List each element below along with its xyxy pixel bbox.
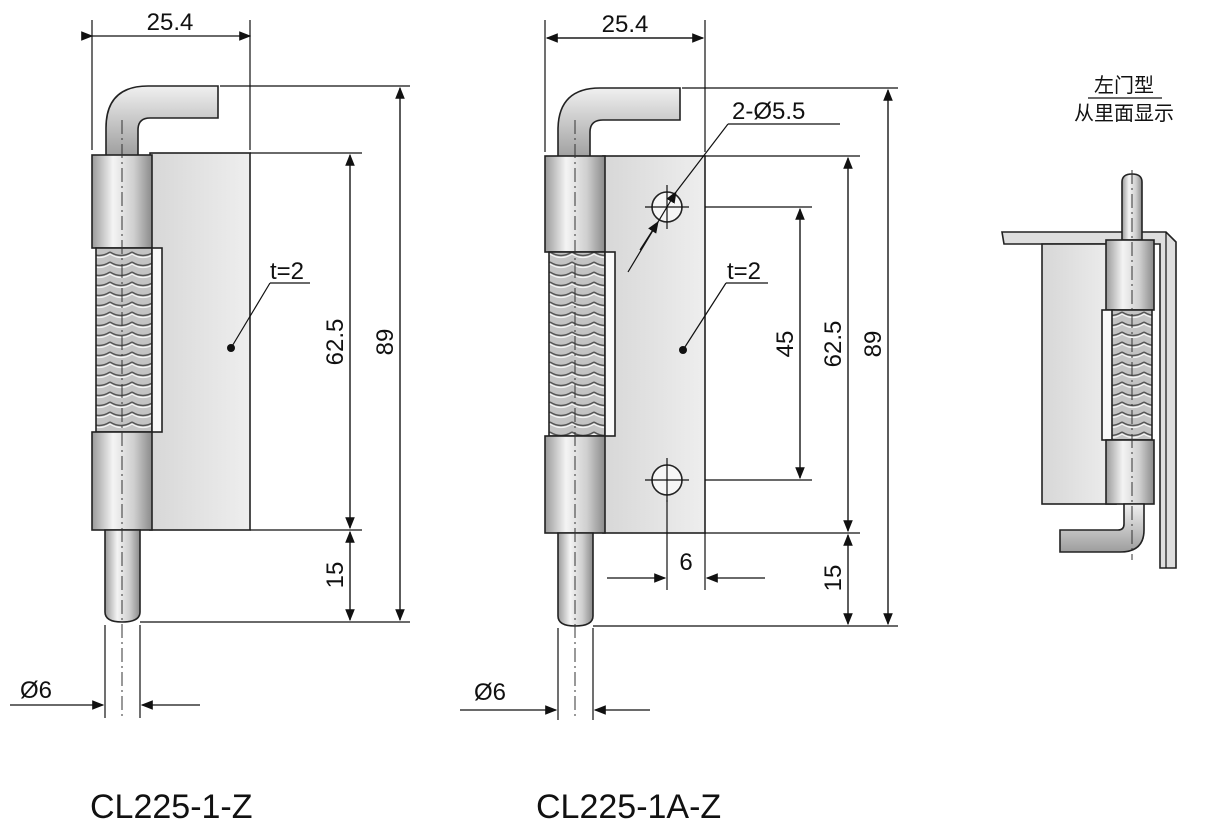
dim-hole-offset: 6 — [679, 549, 692, 576]
dim-hole-spacing: 45 — [772, 331, 799, 358]
caption-line1: 左门型 — [1094, 73, 1154, 97]
spring — [548, 251, 606, 437]
bent-pin-bottom — [1059, 503, 1145, 553]
dim-pin-diameter: Ø6 — [474, 679, 506, 706]
dim-pin-diameter: Ø6 — [20, 677, 52, 704]
model-label-middle: CL225-1A-Z — [536, 788, 721, 826]
caption-line2: 从里面显示 — [1074, 101, 1174, 125]
bent-pin-top — [105, 85, 219, 158]
dim-width: 25.4 — [602, 11, 649, 38]
dim-pin-length: 15 — [820, 565, 847, 592]
hinge-leaf-holes — [602, 155, 706, 534]
dim-width: 25.4 — [147, 9, 194, 36]
dim-total-height: 89 — [860, 331, 887, 358]
left-view: 25.4 62.5 89 15 t=2 Ø6 CL225-1-Z — [10, 9, 410, 826]
dim-pin-length: 15 — [322, 562, 349, 589]
knuckle-lower — [1105, 439, 1155, 505]
door-frame — [1001, 231, 1177, 569]
spring — [95, 247, 153, 433]
dim-holes: 2-Ø5.5 — [732, 98, 805, 125]
bent-pin-top — [557, 87, 681, 161]
hinge-leaf — [149, 152, 251, 531]
model-label-left: CL225-1-Z — [90, 788, 253, 826]
thickness-note: t=2 — [270, 258, 304, 285]
middle-view: 25.4 2-Ø5.5 45 62.5 89 15 — [460, 11, 898, 826]
knuckle-upper — [1105, 239, 1155, 311]
dim-leaf-height: 62.5 — [820, 321, 847, 368]
dim-leaf-height: 62.5 — [322, 319, 349, 366]
thickness-note: t=2 — [727, 258, 761, 285]
right-view: 左门型 从里面显示 — [1001, 73, 1177, 569]
dim-total-height: 89 — [372, 329, 399, 356]
